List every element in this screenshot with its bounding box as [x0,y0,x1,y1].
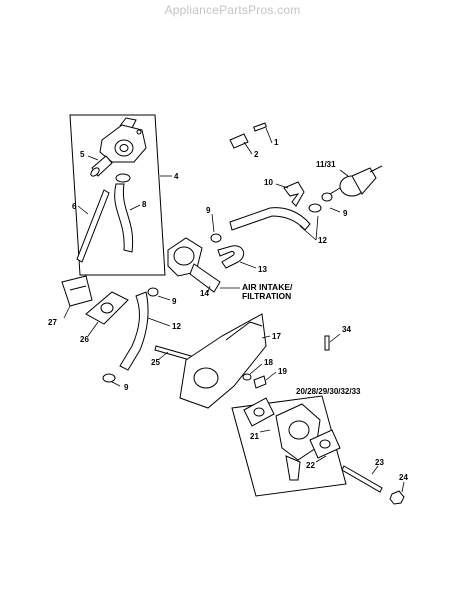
callout-25: 25 [151,358,160,367]
callout-10: 10 [264,178,273,187]
gasket-26 [85,291,129,325]
callout-8: 8 [142,200,147,209]
pin-1 [253,122,267,132]
clamp-9-right [308,192,333,213]
pin-34 [324,335,330,351]
kit-box [69,114,166,276]
callout-2: 2 [254,150,259,159]
clamp-9-left-upper [147,287,159,297]
callout-23: 23 [375,458,384,467]
callout-9-pump: 9 [206,206,211,215]
hose-13 [217,245,245,269]
callout-17: 17 [272,332,281,341]
clamp-kit-part [115,173,131,183]
part-2 [229,133,249,149]
leader-lines [63,127,405,493]
callout-14: 14 [200,289,209,298]
bracket-10 [283,181,305,207]
stud-23 [341,465,383,493]
callout-27: 27 [48,318,57,327]
callout-22: 22 [306,461,315,470]
hose-12-upper [229,207,311,231]
nut-24 [389,490,405,505]
air-intake-filtration-label: AIR INTAKE/ FILTRATION [242,282,293,301]
callout-5: 5 [80,150,85,159]
callout-1: 1 [274,138,279,147]
callout-9-right: 9 [343,209,348,218]
screw-19 [253,375,267,389]
callout-11-31: 11/31 [316,160,336,169]
callout-4: 4 [174,172,179,181]
clamp-9-pump [210,233,222,243]
gasket-21 [243,397,275,427]
fuel-filter-part [90,155,113,177]
clamp-9-left-lower [102,373,116,383]
callout-19: 19 [278,367,287,376]
fuel-line-8 [114,183,134,253]
callout-34: 34 [342,325,351,334]
callout-21: 21 [250,432,259,441]
callout-18: 18 [264,358,273,367]
carb-kit-box [231,395,347,497]
callout-12-upper: 12 [318,236,327,245]
callout-24: 24 [399,473,408,482]
callout-20-kit: 20/28/29/30/32/33 [296,387,361,396]
callout-9-left-lower: 9 [124,383,129,392]
watermark: AppliancePartsPros.com [164,3,301,17]
callout-9-left-upper: 9 [172,297,177,306]
callout-26: 26 [80,335,89,344]
gasket-22 [309,429,341,459]
bracket-27 [61,275,93,307]
callout-12-lower: 12 [172,322,181,331]
carburetor-kit-part [99,117,147,163]
callout-6: 6 [72,202,77,211]
intake-manifold-17 [179,313,267,409]
callout-13: 13 [258,265,267,274]
fuel-line-6 [76,189,110,263]
fuel-pump-14 [167,237,221,293]
hose-12-lower [119,291,149,371]
washer-18 [242,373,252,381]
inline-filter-11-31 [329,165,383,197]
